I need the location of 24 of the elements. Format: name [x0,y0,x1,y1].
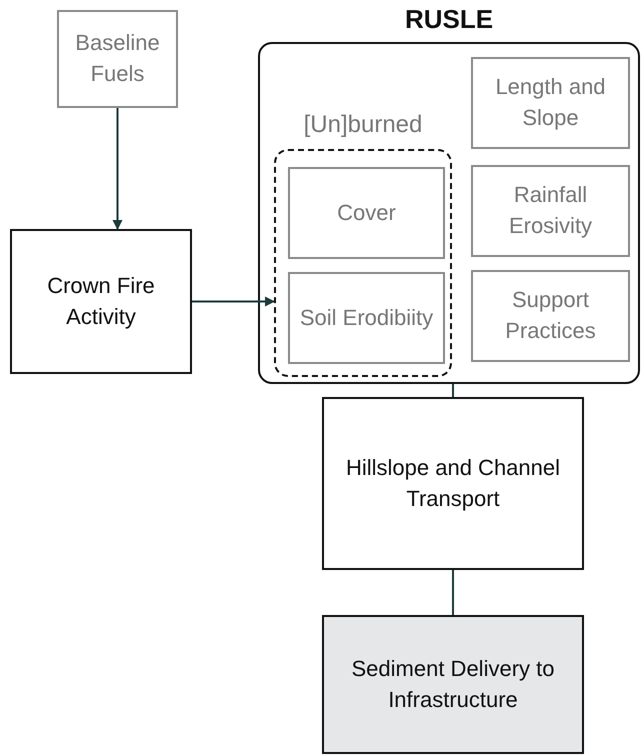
arrow [112,108,122,230]
node-label: Support Practices [504,286,597,345]
node-label: Sediment Delivery to Infrastructure [350,654,556,714]
connector-line [452,570,454,615]
process-box [471,165,630,257]
process-box [10,229,192,374]
node-label: Crown Fire Activity [46,272,156,331]
process-box [471,270,630,362]
node-label: Soil Erodibiity [300,304,434,332]
process-box [288,167,445,259]
process-box [57,10,178,108]
node-label: Baseline Fuels [74,29,161,88]
process-box [288,272,445,364]
group-heading: RUSLE [404,4,494,35]
node-label: Cover [337,198,396,227]
output-box [322,615,584,754]
node-label: Rainfall Erosivity [508,181,594,240]
node-label: Length and Slope [494,73,607,132]
process-box [471,57,630,149]
connector-line [452,384,454,397]
node-label: Hillslope and Channel Transport [344,454,562,513]
arrow [192,296,275,306]
group-heading: [Un]burned [302,111,424,139]
process-box [322,397,584,570]
